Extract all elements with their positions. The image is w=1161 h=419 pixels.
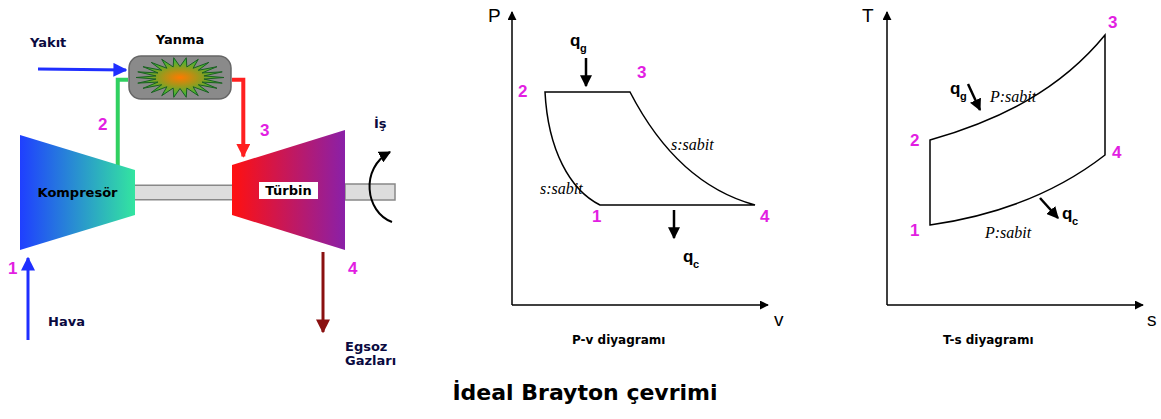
- axis-label: v: [774, 310, 784, 331]
- state-number: 4: [348, 260, 357, 279]
- turbine: Türbin: [232, 130, 345, 250]
- state-number: 2: [910, 132, 919, 151]
- state-number: 3: [637, 64, 646, 83]
- state-number: 1: [910, 222, 919, 241]
- chamber-body: [129, 56, 231, 99]
- air-arrow: [27, 258, 30, 340]
- heat-subscript: c: [693, 258, 699, 270]
- heat-label: q: [1062, 205, 1072, 224]
- process-note: P:sabit: [985, 224, 1031, 242]
- axis: [511, 12, 513, 305]
- turbine-body: [232, 130, 345, 250]
- hot-gas-pipe-line: [232, 80, 243, 157]
- heat-subscript: g: [960, 90, 967, 102]
- heat-arrow: [585, 58, 588, 86]
- heat-arrow: [1040, 198, 1058, 218]
- axis-label: P: [488, 6, 501, 27]
- flow-label: Hava: [48, 315, 85, 329]
- state-number: 4: [1112, 144, 1121, 163]
- heat-subscript: g: [580, 42, 587, 54]
- axis: [512, 304, 768, 306]
- chamber-title: Yanma: [156, 32, 205, 47]
- machine-name: Türbin: [259, 182, 317, 199]
- fuel-arrow: [38, 69, 126, 70]
- state-number: 3: [1108, 14, 1117, 33]
- shaft: [135, 192, 232, 193]
- heat-arrow: [673, 210, 676, 238]
- hot-gas-pipe: [232, 80, 243, 157]
- process-note: s:sabit: [671, 136, 714, 154]
- cycle-line: [930, 35, 1105, 225]
- flow-label: Egsoz Gazları: [345, 340, 407, 369]
- compressor: Kompresör: [20, 135, 135, 250]
- compressor-body: [20, 135, 135, 250]
- combustion-chamber-shape: [128, 55, 232, 100]
- exhaust-arrow: [322, 252, 325, 332]
- state-number: 3: [260, 122, 269, 141]
- shaft-line: [135, 185, 232, 201]
- heat-arrow: [968, 84, 980, 110]
- process-note: P:sabit: [990, 88, 1036, 106]
- state-number: 1: [8, 260, 17, 279]
- axis-label: s: [1147, 310, 1157, 331]
- state-number: 2: [518, 83, 527, 102]
- machine-name: Kompresör: [38, 185, 118, 200]
- axis: [886, 12, 888, 305]
- process-note: s:sabit: [540, 180, 583, 198]
- combustion-chamber: Yanma: [128, 55, 232, 100]
- diagram-title: T-s diyagramı: [943, 334, 1034, 347]
- flow-label: Yakıt: [30, 36, 66, 50]
- heat-label: q: [683, 248, 693, 267]
- state-number: 1: [592, 208, 601, 227]
- rotation-arrow: [370, 152, 392, 222]
- air-pipe-line: [118, 80, 128, 166]
- heat-label: q: [950, 80, 960, 99]
- axis-label: T: [862, 6, 874, 27]
- flame-burst: [136, 58, 224, 98]
- diagram-title: P-v diyagramı: [572, 334, 665, 347]
- state-number: 4: [760, 208, 769, 227]
- flow-label: İş: [374, 117, 387, 131]
- shaft-core: [135, 186, 232, 199]
- state-number: 2: [98, 116, 107, 135]
- heat-label: q: [570, 32, 580, 51]
- axis: [887, 304, 1143, 306]
- air-pipe: [118, 80, 128, 166]
- caption: İdeal Brayton çevrimi: [452, 380, 717, 405]
- heat-subscript: c: [1072, 215, 1078, 227]
